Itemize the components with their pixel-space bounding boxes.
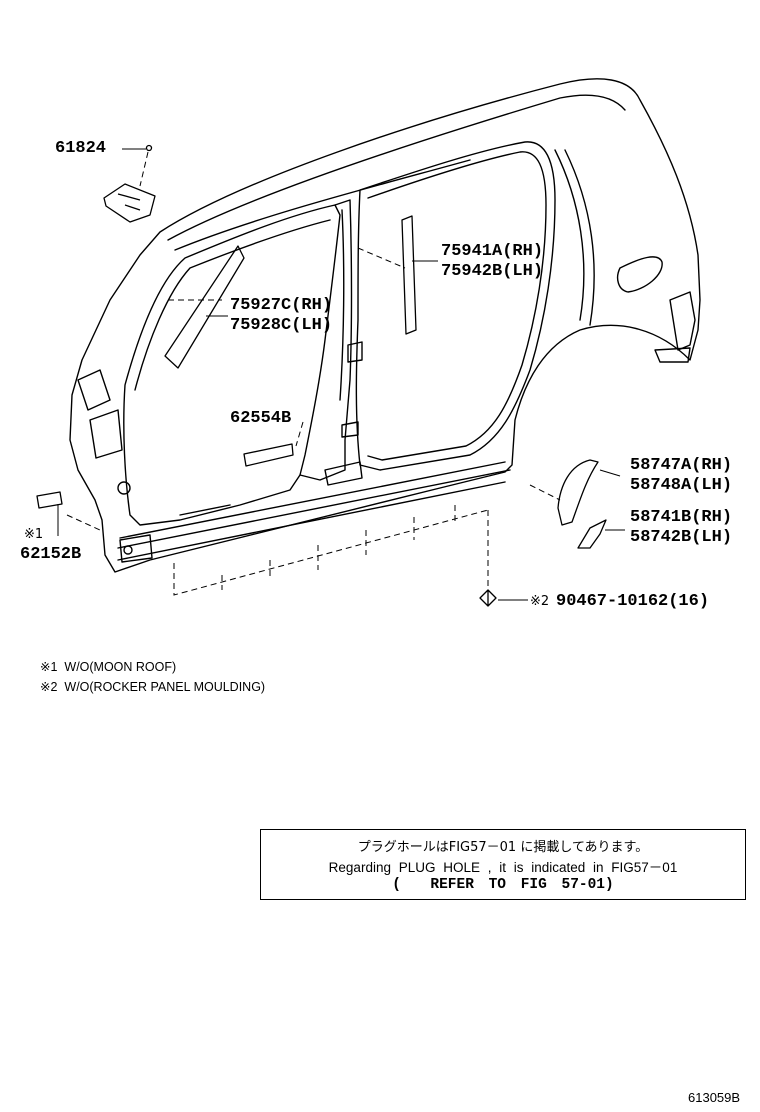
part-62152-seal bbox=[36, 491, 63, 509]
reference-line-en: Regarding PLUG HOLE , it is indicated in… bbox=[328, 860, 678, 875]
illustration-code: 613059B bbox=[688, 1090, 741, 1105]
part-61824-marker bbox=[145, 144, 153, 152]
front-door-opening bbox=[123, 204, 341, 526]
label-61824: 61824 bbox=[55, 139, 107, 158]
label-75927: 75927C(RH)75928C(LH) bbox=[230, 296, 333, 335]
label-62152: 62152B bbox=[20, 545, 82, 564]
mark-2: ※2 bbox=[530, 594, 550, 609]
part-58741-guard bbox=[577, 519, 607, 549]
b-pillar bbox=[299, 199, 353, 481]
part-61824-bracket bbox=[103, 183, 156, 223]
label-75941: 75941A(RH)75942B(LH) bbox=[441, 242, 544, 281]
body-outline bbox=[69, 78, 701, 573]
part-75941-garnish bbox=[401, 215, 417, 335]
label-90467: 90467-10162(16) bbox=[556, 592, 710, 611]
part-90467-clip bbox=[479, 589, 497, 607]
footnote-1: ※1 W/O(MOON ROOF) bbox=[40, 660, 177, 674]
part-62554-seal bbox=[243, 443, 294, 467]
label-58747: 58747A(RH)58748A(LH) bbox=[630, 456, 733, 495]
label-58741: 58741B(RH)58742B(LH) bbox=[630, 508, 733, 547]
reference-line-jp: プラグホールはFIG57－01 に掲載してあります。 bbox=[357, 840, 649, 855]
part-58747-guard bbox=[557, 459, 599, 526]
mark-1: ※1 bbox=[24, 527, 44, 542]
part-75927-garnish bbox=[164, 245, 245, 369]
rocker-panel bbox=[117, 469, 511, 549]
footnote-2: ※2 W/O(ROCKER PANEL MOULDING) bbox=[40, 680, 266, 694]
fuel-lid bbox=[616, 256, 663, 293]
rear-door-opening bbox=[355, 141, 556, 471]
label-62554: 62554B bbox=[230, 409, 292, 428]
reference-box: プラグホールはFIG57－01 に掲載してあります。 Regarding PLU… bbox=[260, 829, 746, 900]
reference-line-fig: ( REFER TO FIG 57-01) bbox=[392, 877, 614, 893]
